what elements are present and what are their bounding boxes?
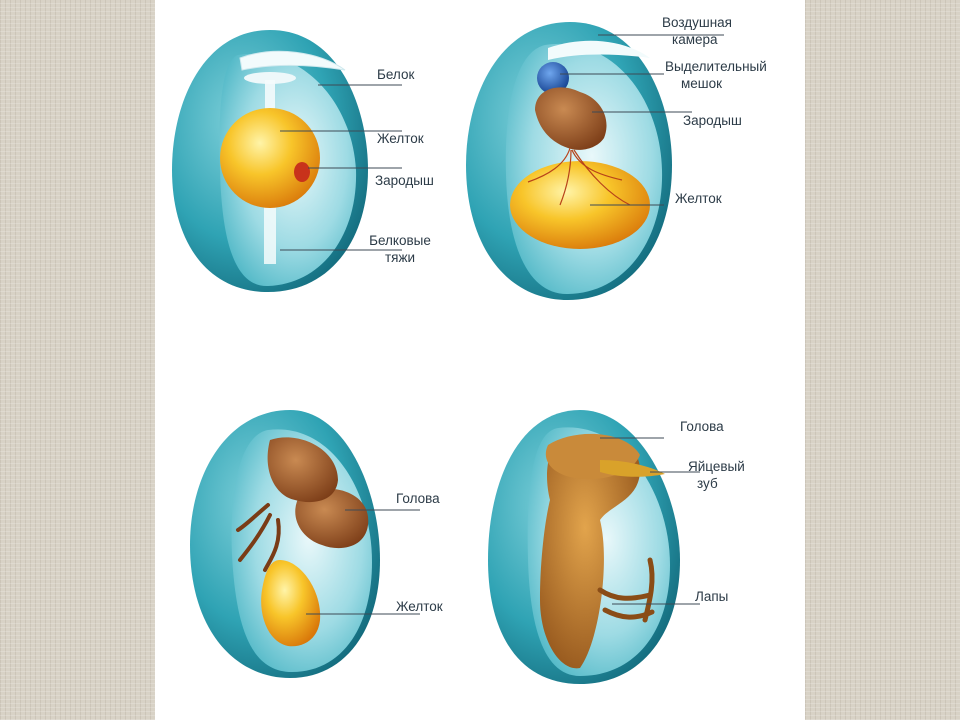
label-embryo: Зародыш [683,113,742,128]
chick-body [540,434,640,669]
label-embryo: Зародыш [375,173,434,188]
yolk [220,108,320,208]
label-egg-tooth-line1: Яйцевый [688,459,745,474]
label-air-cell-line2: камера [672,32,718,47]
embryo-body [267,437,338,503]
leader-lines [280,34,724,615]
air-cell [239,50,346,71]
label-allantois-line2: мешок [681,76,723,91]
label-legs: Лапы [695,589,729,604]
egg-stage-2 [466,22,672,300]
label-yolk: Желток [377,131,424,146]
egg-tooth [600,460,665,477]
yolk [510,161,650,249]
egg-stage-4 [488,410,680,684]
label-head: Голова [396,491,440,506]
chalaza-stem [265,80,275,112]
label-head: Голова [680,419,724,434]
label-air-cell-line1: Воздушная [662,15,732,30]
chalaza-bottom [264,200,276,264]
head [295,488,369,549]
embryo-limbs [236,503,281,572]
label-allantois-line1: Выделительный [665,59,767,74]
chalaza-top [244,72,296,84]
label-egg-tooth-line2: зуб [697,476,718,491]
label-chalazae-line1: Белковые [369,233,431,248]
embryo [535,87,607,150]
label-yolk: Желток [675,191,722,206]
chick-legs [597,557,655,623]
allantois [537,62,569,94]
label-yolk: Желток [396,599,443,614]
label-white: Белок [377,67,415,82]
egg-stage-1 [172,30,368,292]
yolk [261,560,321,647]
blood-vessels [527,147,631,206]
label-chalazae-line2: тяжи [384,250,416,265]
embryo-spot [294,162,310,182]
egg-stage-3 [190,410,380,678]
air-cell [548,40,650,60]
